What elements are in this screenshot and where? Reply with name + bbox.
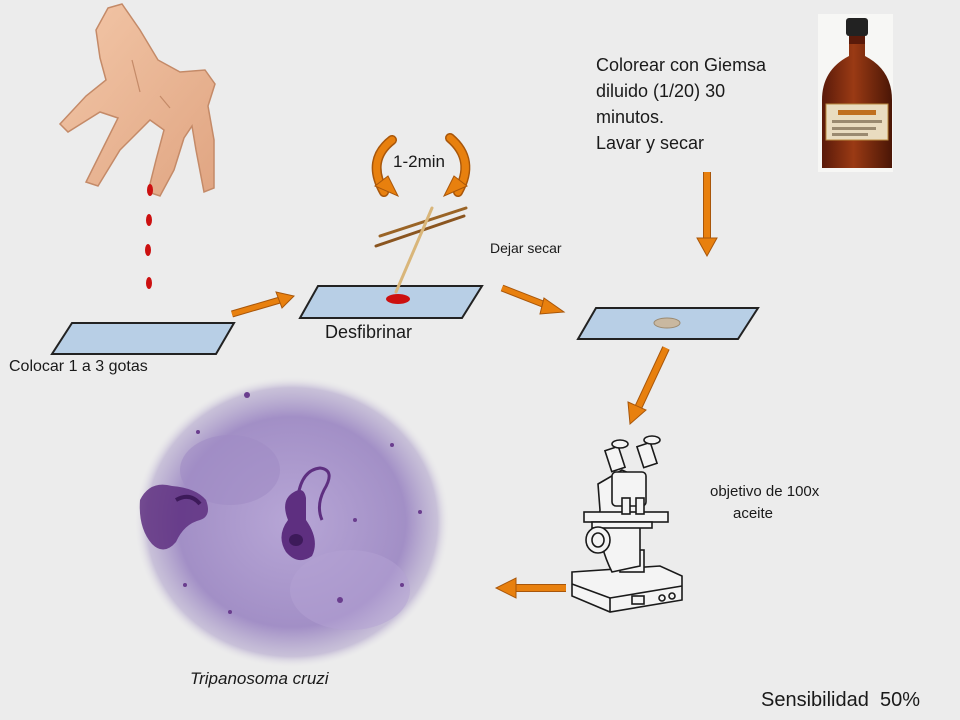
step-giemsa-label: Colorear con Giemsa diluido (1/20) 30 mi… xyxy=(596,52,811,156)
step-desfibrinar-label: Desfibrinar xyxy=(325,322,413,342)
step-colocar-label: Colocar 1 a 3 gotas xyxy=(9,358,148,375)
arrow-slide3-to-microscope xyxy=(627,346,670,426)
arrow-slide2-to-slide3 xyxy=(500,284,566,315)
microscope-icon xyxy=(571,435,683,613)
rotate-left-icon xyxy=(371,135,400,198)
organism-caption: Tripanosoma cruzi xyxy=(190,669,329,688)
giemsa-line: Lavar y secar xyxy=(596,133,705,153)
trypanosome-micrograph xyxy=(134,376,450,668)
blood-smear xyxy=(386,294,410,304)
hand-icon xyxy=(58,3,216,197)
objective-line: objetivo de 100x xyxy=(710,483,820,500)
step-dejar-secar-label: Dejar secar xyxy=(490,240,562,256)
arrow-down-to-slide3 xyxy=(696,172,718,258)
sensitivity-label: Sensibilidad 50% xyxy=(761,689,920,711)
giemsa-line: Colorear con Giemsa xyxy=(596,55,767,75)
objective-line: aceite xyxy=(733,505,774,522)
arrow-slide1-to-slide2 xyxy=(231,291,295,318)
duration-label: 1-2min xyxy=(393,152,445,171)
slide-1 xyxy=(50,322,236,355)
giemsa-line: minutos. xyxy=(596,107,665,127)
toothpick-icon xyxy=(374,206,468,294)
giemsa-line: diluido (1/20) 30 xyxy=(596,81,726,101)
giemsa-bottle-icon xyxy=(818,14,893,172)
arrow-microscope-to-image xyxy=(494,577,566,599)
dried-smear xyxy=(653,317,681,329)
rotate-right-icon xyxy=(442,133,471,198)
blood-drops xyxy=(145,214,152,289)
objective-label: objetivo de 100x aceite xyxy=(710,481,819,525)
